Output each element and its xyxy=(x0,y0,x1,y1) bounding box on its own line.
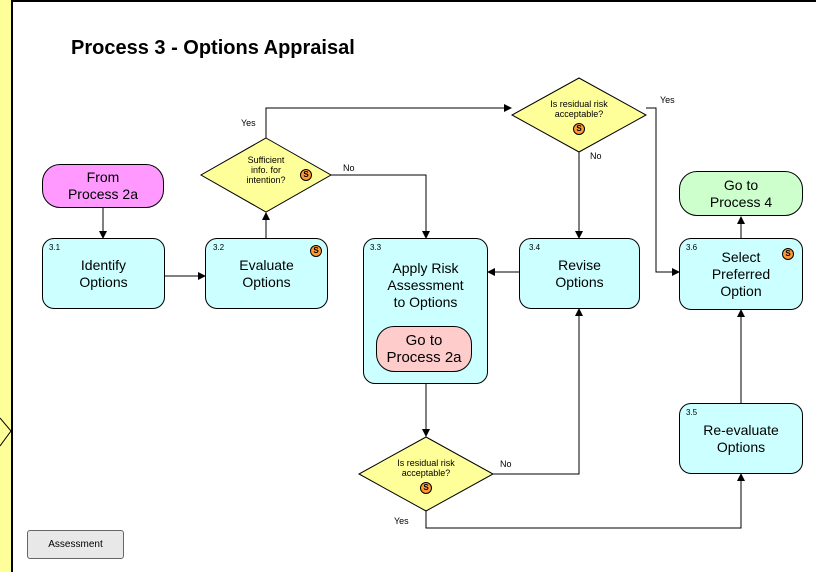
arrow-residual-bottom-no-to-3-4 xyxy=(493,308,583,475)
process-3-5: Re-evaluate Options xyxy=(679,403,803,474)
process-number-3-3: 3.3 xyxy=(370,243,382,252)
s-badge-icon: S xyxy=(310,245,322,257)
s-badge-icon: S xyxy=(420,482,432,494)
decision-sufficient-info-text: Sufficient info. for intention? xyxy=(246,155,286,185)
process-3-3-label: Apply Risk Assessment to Options xyxy=(387,260,464,310)
process-3-4: Revise Options xyxy=(519,238,640,309)
label-yes-residual-top: Yes xyxy=(660,95,675,105)
label-no-sufficient: No xyxy=(343,163,355,173)
arrow-residual-bottom-yes-to-3-5 xyxy=(425,473,745,529)
process-number-3-6: 3.6 xyxy=(686,243,698,252)
s-badge-icon: S xyxy=(300,169,312,181)
page-title: Process 3 - Options Appraisal xyxy=(71,37,355,59)
label-no-residual-bottom: No xyxy=(500,459,512,469)
terminal-go-to-process-4: Go to Process 4 xyxy=(679,171,803,216)
subprocess-go-to-process-2a: Go to Process 2a xyxy=(376,326,472,372)
process-3-1: Identify Options xyxy=(42,238,165,309)
arrow-residual-top-yes-to-3-6 xyxy=(646,107,680,276)
process-number-3-4: 3.4 xyxy=(529,243,541,252)
label-yes-residual-bottom: Yes xyxy=(394,516,409,526)
decision-residual-top-text: Is residual risk acceptable? xyxy=(550,99,608,119)
label-no-residual-top: No xyxy=(590,151,602,161)
process-number-3-2: 3.2 xyxy=(213,243,225,252)
process-number-3-1: 3.1 xyxy=(49,243,61,252)
arrow-decision-no-to-3-3 xyxy=(331,174,430,239)
s-badge-icon: S xyxy=(782,248,794,260)
terminal-from-process-2a: From Process 2a xyxy=(42,164,164,208)
assessment-button[interactable]: Assessment xyxy=(27,530,124,559)
arrow-decision-yes-to-residual-top xyxy=(265,104,512,138)
decision-residual-bottom-text: Is residual risk acceptable? xyxy=(397,458,455,478)
edge-chevron xyxy=(0,417,12,447)
label-yes-sufficient: Yes xyxy=(241,118,256,128)
s-badge-icon: S xyxy=(573,123,585,135)
process-number-3-5: 3.5 xyxy=(686,408,698,417)
process-3-2: Evaluate Options xyxy=(205,238,328,309)
